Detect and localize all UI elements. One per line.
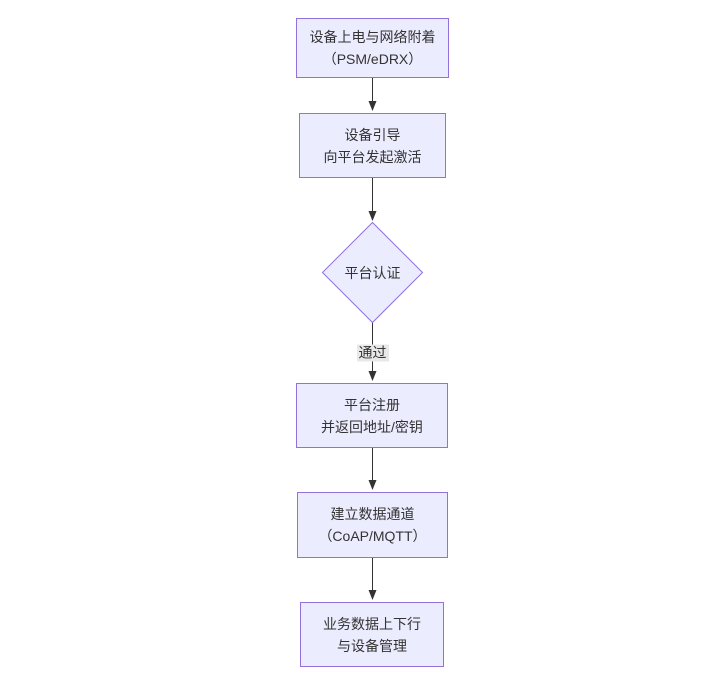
node-power-attach: 设备上电与网络附着 （PSM/eDRX） [296, 18, 449, 78]
node-power-attach-line2: （PSM/eDRX） [322, 51, 423, 67]
node-bootstrap-line2: 向平台发起激活 [323, 148, 422, 165]
node-power-attach-line1: 设备上电与网络附着 [309, 29, 436, 45]
node-data-channel: 建立数据通道 （CoAP/MQTT） [297, 492, 448, 558]
node-platform-register-line1: 平台注册 [344, 396, 400, 413]
node-data-channel-line1: 建立数据通道 [330, 506, 415, 522]
node-platform-register: 平台注册 并返回地址/密钥 [296, 383, 448, 448]
node-bootstrap-line1: 设备引导 [344, 126, 401, 143]
node-bootstrap: 设备引导 向平台发起激活 [299, 113, 446, 178]
node-platform-register-line2: 并返回地址/密钥 [321, 418, 423, 435]
node-data-channel-line2: （CoAP/MQTT） [318, 528, 427, 544]
node-business-data-line2: 与设备管理 [337, 637, 407, 654]
node-business-data-line1: 业务数据上下行 [323, 615, 421, 632]
node-business-data: 业务数据上下行 与设备管理 [300, 602, 444, 667]
edge-label-pass: 通过 [356, 344, 389, 362]
decision-platform-auth-label: 平台认证 [344, 264, 401, 281]
